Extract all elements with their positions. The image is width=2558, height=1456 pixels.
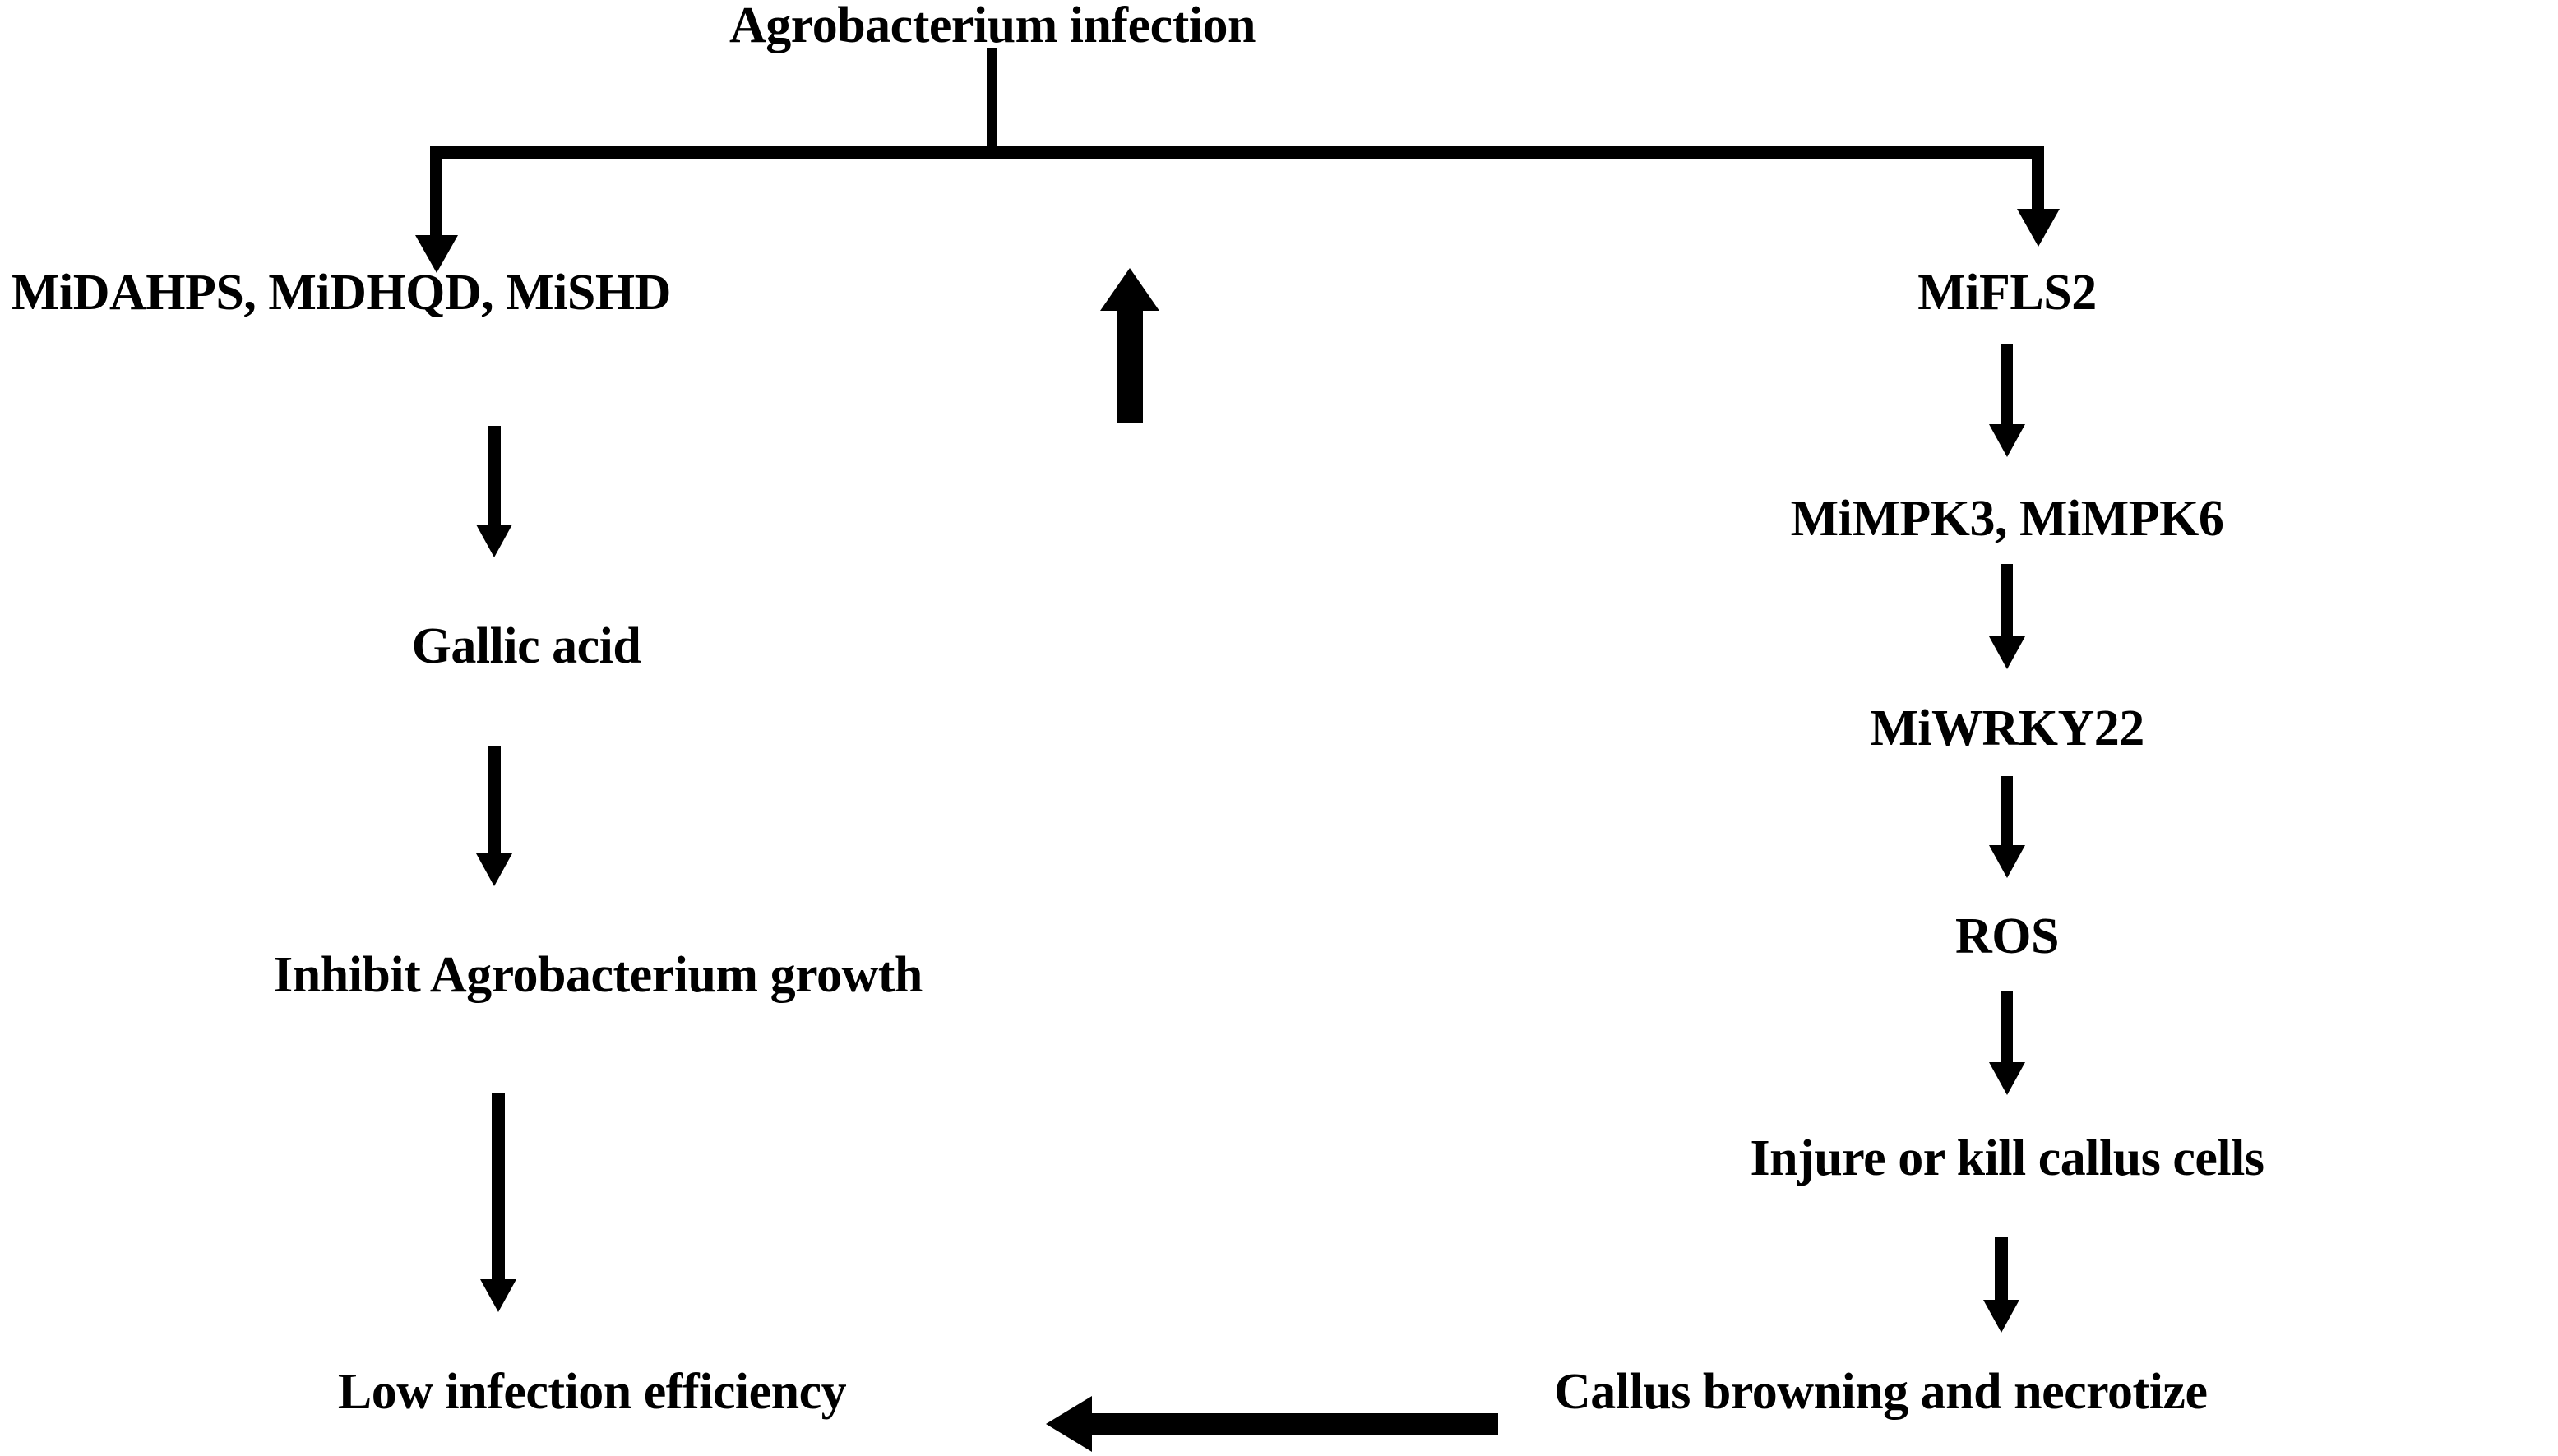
branch-right-vertical	[2032, 146, 2044, 210]
node-agrobacterium-infection: Agrobacterium infection	[729, 0, 1256, 53]
branch-left-vertical	[430, 146, 442, 237]
node-mimpk3-mimpk6: MiMPK3, MiMPK6	[1790, 491, 2224, 547]
branch-stem-vertical	[987, 48, 997, 156]
edge-ros-to-injure-line	[2001, 991, 2013, 1064]
edge-ros-to-injure-arrowhead-icon	[1989, 1062, 2025, 1095]
node-mi-dahps-dhqd-shd: MiDAHPS, MiDHQD, MiSHD	[12, 265, 671, 321]
node-inhibit-agrobacterium-growth: Inhibit Agrobacterium growth	[273, 947, 923, 1003]
edge-genes-to-gallic-acid-arrowhead-icon	[476, 525, 512, 557]
node-low-infection-efficiency: Low infection efficiency	[337, 1364, 847, 1420]
edge-gallic-acid-to-inhibit-arrowhead-icon	[476, 853, 512, 886]
edge-inhibit-to-outcome-arrowhead-icon	[480, 1279, 516, 1312]
edge-mpk-to-wrky-arrowhead-icon	[1989, 636, 2025, 669]
branch-left-arrowhead-icon	[415, 235, 458, 273]
edge-browning-to-outcome-arrowhead-icon	[1046, 1396, 1092, 1452]
edge-gallic-acid-to-inhibit-line	[488, 746, 501, 855]
node-ros: ROS	[1955, 908, 2059, 964]
edge-mpk-to-wrky-line	[2001, 564, 2013, 638]
edge-wrky-to-ros-arrowhead-icon	[1989, 845, 2025, 878]
node-gallic-acid: Gallic acid	[411, 618, 641, 674]
branch-horizontal-bar	[430, 146, 2044, 159]
node-callus-browning-and-necrotize: Callus browning and necrotize	[1554, 1364, 2208, 1420]
branch-right-arrowhead-icon	[2017, 209, 2060, 247]
edge-fls2-to-mpk-arrowhead-icon	[1989, 424, 2025, 457]
upregulation-arrow-icon	[1100, 268, 1159, 311]
node-mifls2: MiFLS2	[1917, 265, 2097, 321]
edge-genes-to-gallic-acid-line	[488, 426, 501, 526]
node-injure-or-kill-callus-cells: Injure or kill callus cells	[1750, 1130, 2264, 1186]
edge-browning-to-outcome-line	[1092, 1413, 1498, 1435]
edge-injure-to-browning-arrowhead-icon	[1983, 1300, 2019, 1333]
edge-fls2-to-mpk-line	[2001, 344, 2013, 426]
edge-injure-to-browning-line	[1995, 1237, 2008, 1301]
edge-wrky-to-ros-line	[2001, 776, 2013, 847]
node-miwrky22: MiWRKY22	[1870, 700, 2144, 756]
edge-inhibit-to-outcome-line	[492, 1093, 505, 1281]
upregulation-arrow-stem	[1117, 311, 1143, 423]
